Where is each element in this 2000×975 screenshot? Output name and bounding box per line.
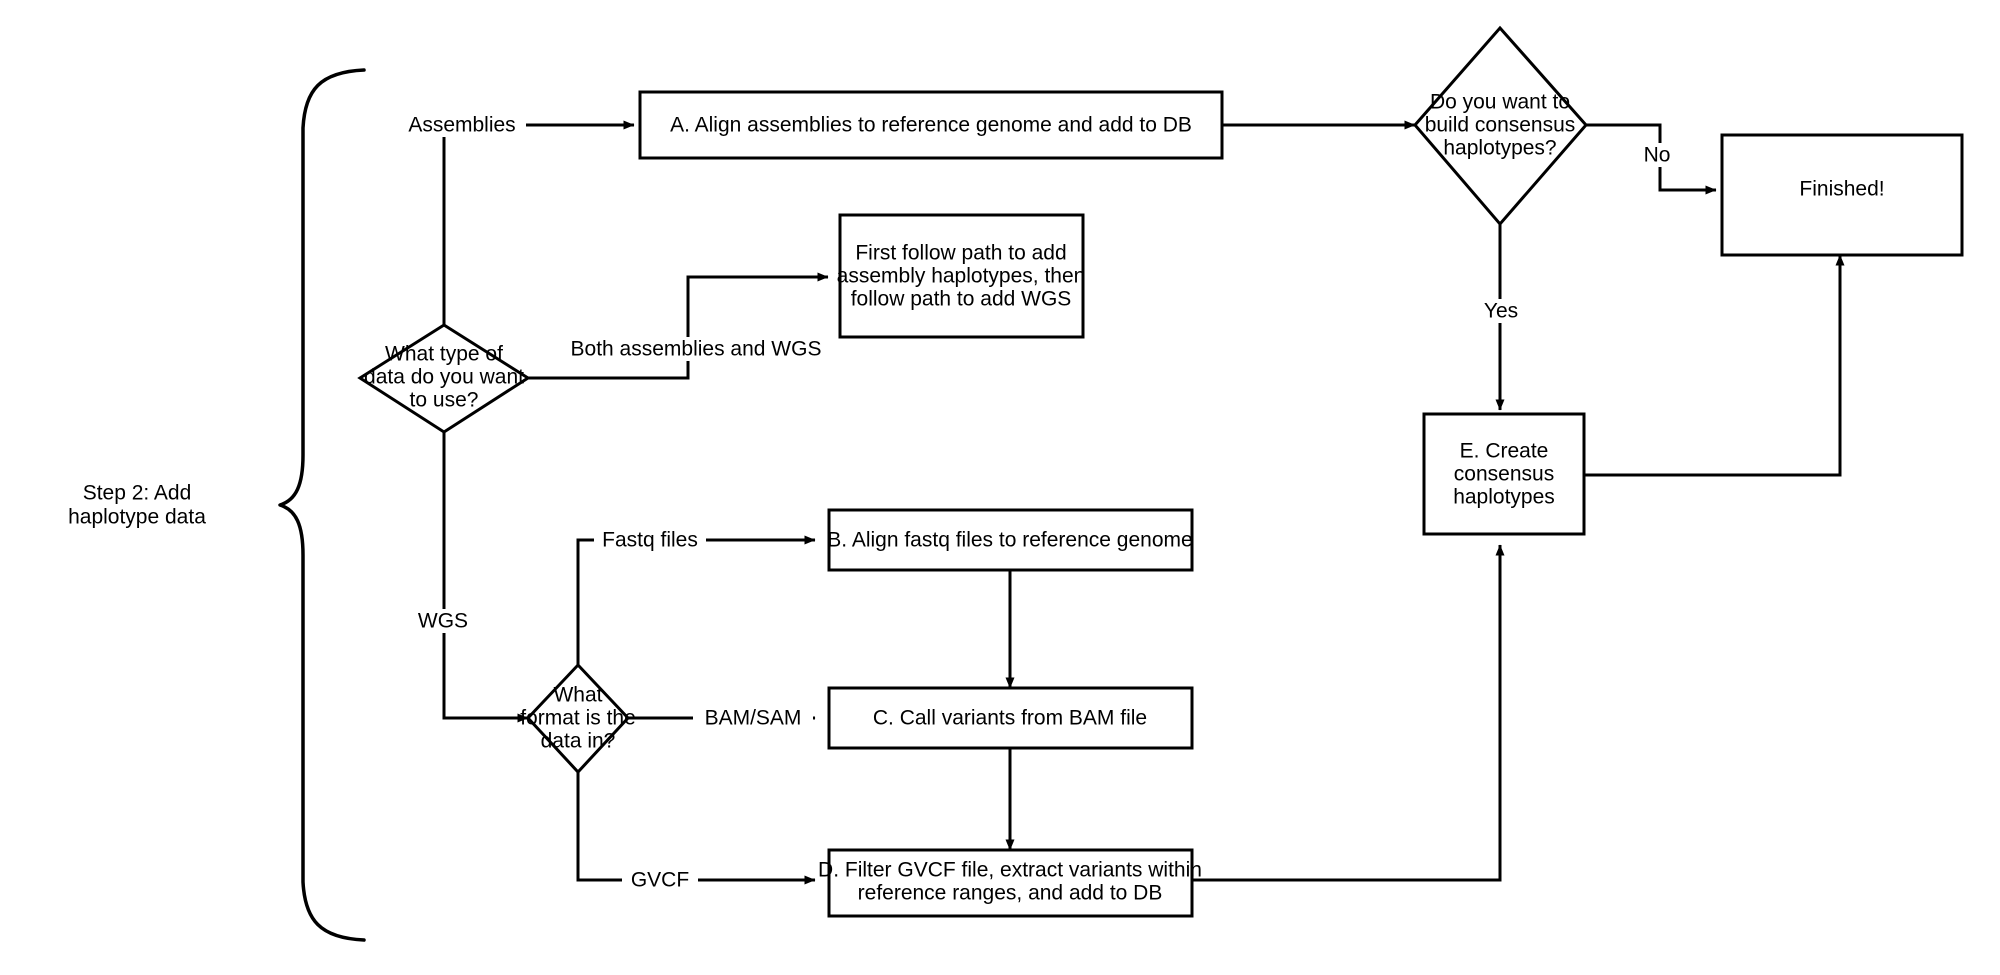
group-label-line-2: haplotype data — [68, 506, 206, 529]
edge-label-gvcf-text: GVCF — [631, 869, 689, 892]
edge-label-bam-sam-text: BAM/SAM — [705, 707, 802, 730]
step-group-brace — [278, 68, 366, 942]
node-format-decision-line-3: data in? — [541, 730, 616, 753]
node-call-variants-label: C. Call variants from BAM file — [873, 707, 1147, 730]
node-align-fastq[interactable]: B. Align fastq files to reference genome — [827, 508, 1194, 572]
node-filter-gvcf-line-1: D. Filter GVCF file, extract variants wi… — [818, 859, 1202, 882]
node-data-type-decision-line-3: to use? — [410, 389, 479, 412]
edge-label-assemblies: Assemblies — [408, 113, 526, 137]
node-call-variants-shape — [827, 686, 1194, 750]
node-finished-shape — [1720, 133, 1964, 257]
node-align-assemblies-shape — [638, 90, 1224, 160]
node-create-consensus-line-1: E. Create — [1460, 440, 1549, 463]
node-create-consensus-shape — [1422, 412, 1586, 536]
edge-wgs-to-format-decision — [442, 432, 529, 723]
edge-label-bam-sam: BAM/SAM — [693, 706, 813, 730]
node-consensus-decision-line-2: build consensus — [1425, 114, 1576, 137]
curly-brace-icon — [278, 68, 366, 942]
node-finished-label: Finished! — [1799, 178, 1884, 201]
node-align-assemblies-label: A. Align assemblies to reference genome … — [670, 114, 1192, 137]
edge-both-assemblies-and-wgs — [528, 272, 829, 380]
node-align-fastq-shape — [827, 508, 1194, 572]
node-data-type-decision-shape — [357, 323, 531, 434]
node-data-type-decision[interactable]: What type of data do you want to use? — [357, 323, 531, 434]
group-label: Step 2: Add haplotype data — [68, 482, 206, 529]
node-format-decision-line-1: What — [553, 684, 602, 707]
node-finished[interactable]: Finished! — [1720, 133, 1964, 257]
node-create-consensus-line-3: haplotypes — [1453, 486, 1555, 509]
node-consensus-decision-line-1: Do you want to — [1430, 91, 1570, 114]
edge-box-e-to-finished — [1585, 254, 1845, 477]
edge-label-assemblies-text: Assemblies — [408, 114, 515, 137]
node-filter-gvcf[interactable]: D. Filter GVCF file, extract variants wi… — [818, 848, 1202, 918]
node-data-type-decision-line-2: data do you want — [364, 366, 524, 389]
node-both-note-line-3: follow path to add WGS — [851, 288, 1072, 311]
edge-label-wgs-text: WGS — [418, 610, 468, 633]
node-call-variants[interactable]: C. Call variants from BAM file — [827, 686, 1194, 750]
node-consensus-decision-shape — [1413, 25, 1588, 227]
group-label-line-1: Step 2: Add — [83, 482, 192, 505]
edge-label-both-assemblies-and-wgs-text: Both assemblies and WGS — [571, 338, 822, 361]
node-filter-gvcf-line-2: reference ranges, and add to DB — [858, 882, 1163, 905]
edge-label-wgs: WGS — [412, 609, 474, 633]
edge-label-no-text: No — [1644, 144, 1671, 167]
node-format-decision-shape — [525, 662, 631, 775]
node-consensus-decision[interactable]: Do you want to build consensus haplotype… — [1413, 25, 1588, 227]
node-both-note-shape — [838, 213, 1085, 339]
node-filter-gvcf-shape — [827, 848, 1194, 918]
edge-label-fastq-files: Fastq files — [594, 528, 706, 552]
edge-label-fastq-files-text: Fastq files — [602, 529, 698, 552]
edge-label-yes-text: Yes — [1484, 300, 1518, 323]
node-align-fastq-label: B. Align fastq files to reference genome — [827, 529, 1192, 552]
edge-fastq-to-box-b — [576, 535, 816, 665]
edge-label-yes: Yes — [1473, 299, 1529, 323]
edge-box-d-to-box-e — [1192, 544, 1505, 882]
node-format-decision-line-2: format is the — [520, 707, 636, 730]
node-data-type-decision-line-1: What type of — [385, 343, 503, 366]
edge-gvcf-to-box-d — [576, 772, 816, 885]
node-create-consensus-line-2: consensus — [1454, 463, 1554, 486]
node-align-assemblies[interactable]: A. Align assemblies to reference genome … — [638, 90, 1224, 160]
edge-label-no: No — [1633, 143, 1681, 167]
node-both-note[interactable]: First follow path to add assembly haplot… — [837, 213, 1086, 339]
node-both-note-line-1: First follow path to add — [855, 242, 1066, 265]
edge-label-gvcf: GVCF — [622, 868, 698, 892]
node-consensus-decision-line-3: haplotypes? — [1443, 137, 1556, 160]
node-create-consensus[interactable]: E. Create consensus haplotypes — [1422, 412, 1586, 536]
node-format-decision[interactable]: What format is the data in? — [520, 662, 636, 775]
edge-label-both-assemblies-and-wgs: Both assemblies and WGS — [570, 337, 822, 361]
node-both-note-line-2: assembly haplotypes, then — [837, 265, 1086, 288]
